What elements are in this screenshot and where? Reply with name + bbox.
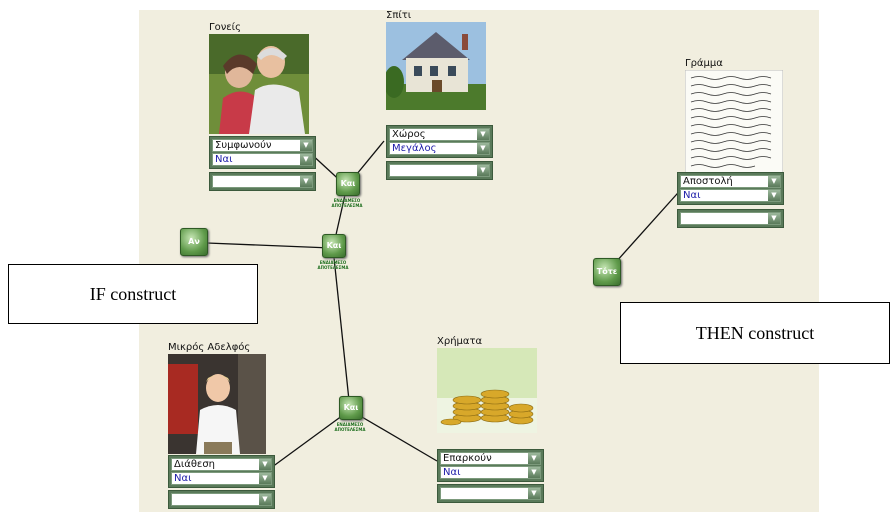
chevron-down-icon[interactable]: ▼ [528,488,540,499]
attribute-select[interactable]: Διάθεση▼ [171,458,272,471]
chevron-down-icon[interactable]: ▼ [768,190,780,201]
value-select[interactable]: Ναι▼ [680,189,781,202]
house-extra: ▼ [386,161,493,180]
little-brother-extra: ▼ [168,490,275,509]
chevron-down-icon[interactable]: ▼ [477,165,489,176]
parents-photo [209,34,309,134]
entity-title: Μικρός Αδελφός [168,342,251,353]
house-condition: Χώρος▼ Μεγάλος▼ [386,125,493,158]
value-select[interactable]: Ναι▼ [212,153,313,166]
chevron-down-icon[interactable]: ▼ [477,129,489,140]
letter-condition: Αποστολή▼ Ναι▼ [677,172,784,205]
entity-letter[interactable]: Γράμμα [685,58,783,173]
empty-select[interactable]: ▼ [171,493,272,506]
chevron-down-icon[interactable]: ▼ [768,176,780,187]
empty-select[interactable]: ▼ [389,164,490,177]
entity-little-brother[interactable]: Μικρός Αδελφός [168,342,266,454]
chevron-down-icon[interactable]: ▼ [259,494,271,505]
little-brother-condition: Διάθεση▼ Ναι▼ [168,455,275,488]
chevron-down-icon[interactable]: ▼ [528,453,540,464]
entity-parents[interactable]: Γονείς [209,22,309,134]
chevron-down-icon[interactable]: ▼ [528,467,540,478]
letter-extra: ▼ [677,209,784,228]
if-operator[interactable]: Αν [180,228,208,256]
attribute-select[interactable]: Αποστολή▼ [680,175,781,188]
and-operator-top[interactable]: Και [336,172,360,196]
money-extra: ▼ [437,484,544,503]
money-condition: Επαρκούν▼ Ναι▼ [437,449,544,482]
entity-title: Χρήματα [437,336,483,347]
house-photo [386,22,486,110]
and-operator-bottom-sublabel: ΕΝΔΙΑΜΕΣΟ ΑΠΟΤΕΛΕΣΜΑ [334,422,366,432]
entity-title: Σπίτι [386,10,412,21]
and-operator-top-sublabel: ΕΝΔΙΑΜΕΣΟ ΑΠΟΤΕΛΕΣΜΑ [331,198,363,208]
little-brother-photo [168,354,266,454]
entity-money[interactable]: Χρήματα [437,336,537,433]
chevron-down-icon[interactable]: ▼ [300,140,312,151]
and-operator-mid[interactable]: Και [322,234,346,258]
chevron-down-icon[interactable]: ▼ [300,176,312,187]
parents-extra: ▼ [209,172,316,191]
attribute-select[interactable]: Χώρος▼ [389,128,490,141]
value-select[interactable]: Μεγάλος▼ [389,142,490,155]
chevron-down-icon[interactable]: ▼ [768,213,780,224]
if-construct-note: IF construct [8,264,258,324]
empty-select[interactable]: ▼ [440,487,541,500]
then-operator[interactable]: Τότε [593,258,621,286]
and-operator-bottom[interactable]: Και [339,396,363,420]
value-select[interactable]: Ναι▼ [171,472,272,485]
letter-image [685,70,783,173]
empty-select[interactable]: ▼ [680,212,781,225]
chevron-down-icon[interactable]: ▼ [259,459,271,470]
entity-house[interactable]: Σπίτι [386,10,486,110]
chevron-down-icon[interactable]: ▼ [259,473,271,484]
chevron-down-icon[interactable]: ▼ [477,143,489,154]
value-select[interactable]: Ναι▼ [440,466,541,479]
then-construct-note: THEN construct [620,302,890,364]
entity-title: Γονείς [209,22,241,33]
parents-condition: Συμφωνούν▼ Ναι▼ [209,136,316,169]
entity-title: Γράμμα [685,58,723,69]
attribute-select[interactable]: Επαρκούν▼ [440,452,541,465]
money-photo [437,348,537,433]
attribute-select[interactable]: Συμφωνούν▼ [212,139,313,152]
empty-select[interactable]: ▼ [212,175,313,188]
chevron-down-icon[interactable]: ▼ [300,154,312,165]
and-operator-mid-sublabel: ΕΝΔΙΑΜΕΣΟ ΑΠΟΤΕΛΕΣΜΑ [317,260,349,270]
